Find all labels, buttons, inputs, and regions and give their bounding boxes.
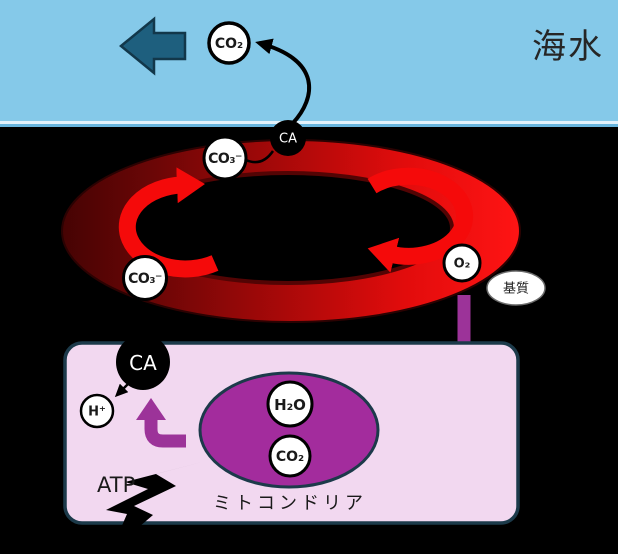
sea-co2-label: CO₂	[215, 36, 243, 52]
cell: CA H⁺ H₂O CO₂ ATP ミトコンドリア	[63, 334, 520, 551]
cycle-arrow-left-icon	[118, 167, 219, 278]
cell-ca-label: CA	[129, 351, 157, 375]
co3-top-bubble	[202, 135, 248, 181]
seawater-title: 海水	[532, 27, 604, 67]
vessel-ca-bubble	[270, 120, 306, 156]
sea-surface-stripe-mid	[0, 124, 618, 127]
vessel-ca-label: CA	[279, 132, 297, 147]
co3-ca-connector	[245, 150, 275, 164]
hplus-label: H⁺	[88, 405, 106, 420]
cycle-arrow-right-icon	[367, 167, 474, 273]
sea-surface-stripe-light	[0, 121, 618, 124]
blood-vessel: CO₃⁻ CA CO₃⁻ O₂ 基質	[61, 120, 546, 323]
substrate-label: 基質	[503, 282, 529, 297]
ca-to-hplus-arrow-icon	[114, 381, 131, 398]
co2-release-arrow-icon	[255, 38, 312, 125]
sea-co2-bubble	[207, 21, 251, 65]
co3-bottom-bubble	[122, 255, 168, 301]
cell-ca-bubble	[116, 334, 170, 390]
mito-to-ca-arrow-head	[136, 398, 166, 420]
mito-co2-label: CO₂	[276, 449, 304, 465]
h2o-bubble	[266, 380, 314, 428]
atp-energy-bolt-icon	[106, 461, 206, 551]
mito-to-ca-arrow-icon	[136, 398, 186, 448]
mitochondria-ellipse	[198, 371, 380, 489]
h2o-label: H₂O	[274, 396, 306, 414]
mitochondria-label: ミトコンドリア	[213, 493, 367, 514]
seawater-band	[0, 0, 618, 121]
sea-current-arrow-icon	[119, 16, 187, 76]
o2-label: O₂	[454, 257, 471, 272]
hplus-bubble	[79, 393, 115, 429]
atp-label: ATP	[97, 473, 135, 497]
o2-bubble	[442, 243, 482, 283]
mito-to-ca-arrow-shaft	[144, 420, 186, 448]
seawater-zone: 海水 CO₂	[119, 16, 604, 125]
co3-bottom-label: CO₃⁻	[128, 271, 162, 287]
substrate-callout	[486, 270, 546, 306]
mito-co2-bubble	[268, 434, 312, 478]
co3-top-label: CO₃⁻	[208, 151, 242, 167]
